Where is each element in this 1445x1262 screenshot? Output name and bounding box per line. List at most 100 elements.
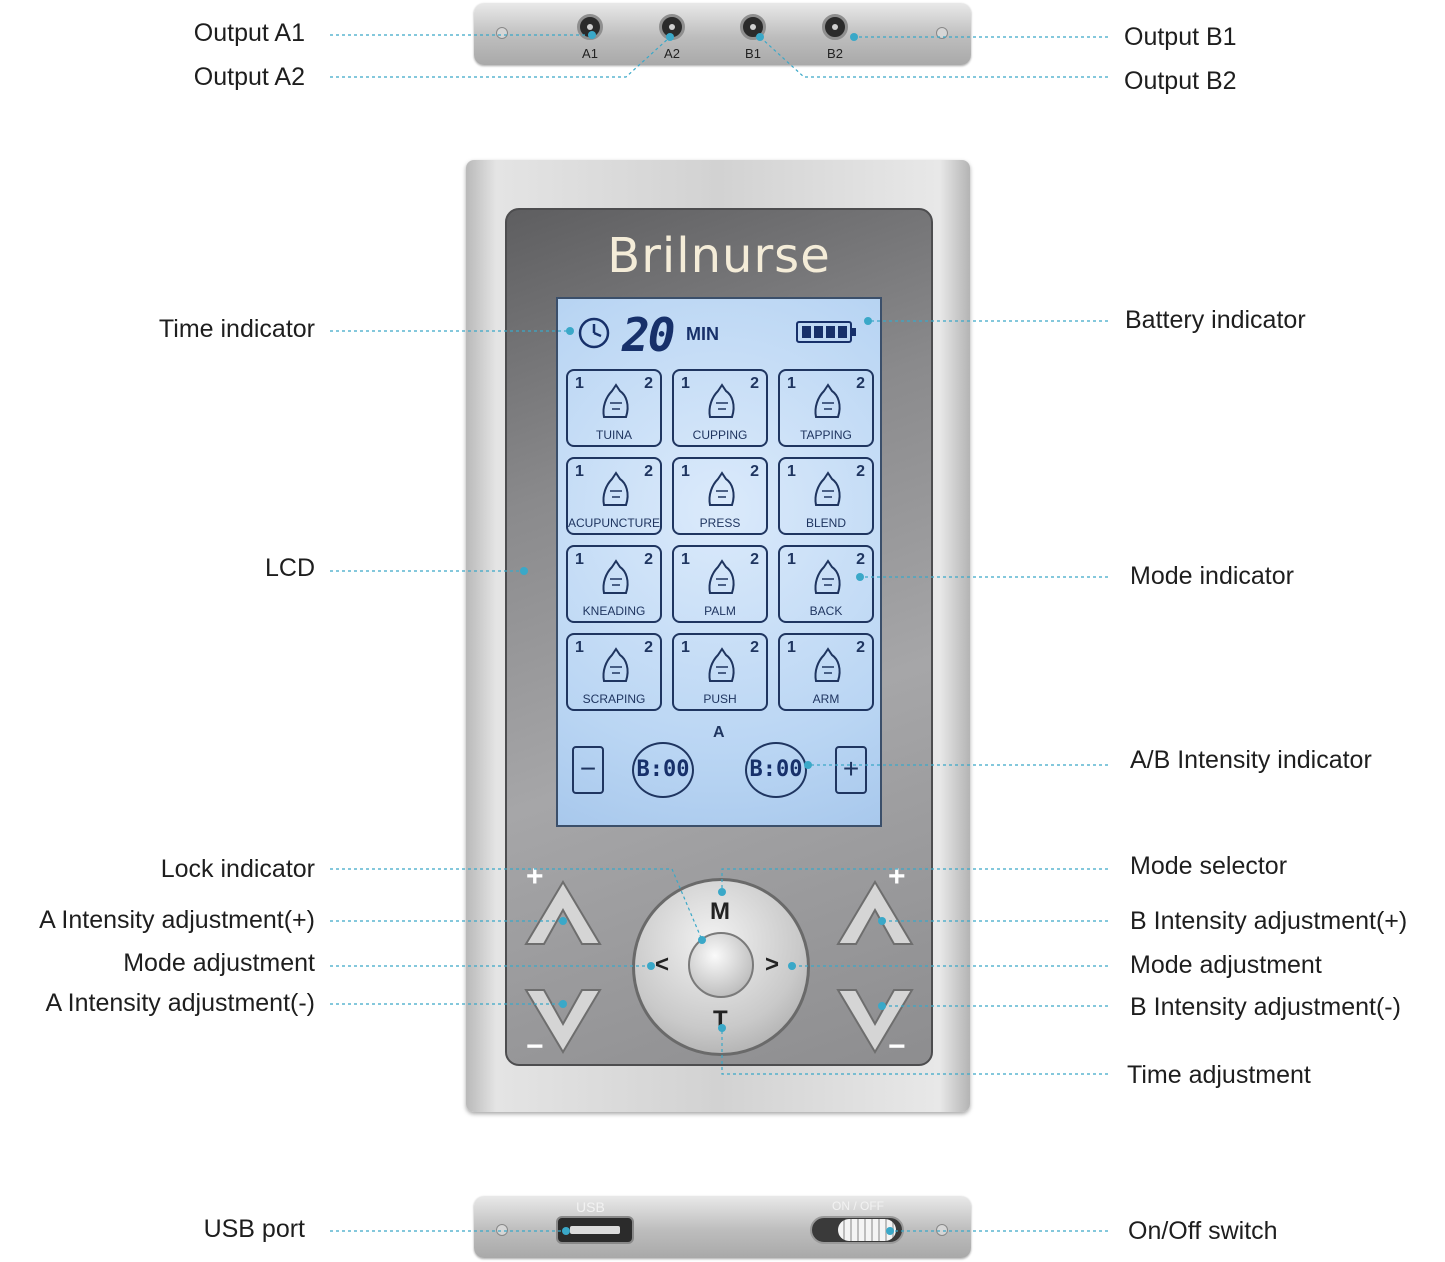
jack-label-b1: B1 (745, 46, 761, 61)
screw-icon (936, 1224, 948, 1236)
usb-port[interactable] (556, 1216, 634, 1244)
switch-knob[interactable] (838, 1219, 896, 1241)
lcd-plus-indicator: + (835, 746, 867, 794)
mode-number-2: 2 (750, 551, 759, 568)
massage-hand-icon (708, 383, 735, 418)
lcd-minus-indicator: − (572, 746, 604, 794)
jack-label-a2: A2 (664, 46, 680, 61)
callout-time-indicator: Time indicator (158, 315, 315, 343)
intensity-left-readout: B:00 (632, 742, 694, 798)
mode-number-1: 1 (575, 551, 584, 568)
mode-name: CUPPING (692, 428, 748, 442)
usb-label: USB (576, 1199, 605, 1215)
massage-hand-icon (602, 471, 629, 506)
callout-onoff-switch: On/Off switch (1128, 1217, 1278, 1245)
mode-number-2: 2 (856, 551, 865, 568)
massage-hand-icon (602, 383, 629, 418)
mode-number-2: 2 (644, 463, 653, 480)
mode-name: BLEND (805, 516, 846, 530)
jack-label-a1: A1 (582, 46, 598, 61)
mode-number-2: 2 (856, 639, 865, 656)
mode-number-2: 2 (644, 551, 653, 568)
callout-mode-indicator: Mode indicator (1130, 562, 1294, 590)
jack-label-b2: B2 (827, 46, 843, 61)
mode-name: TAPPING (800, 428, 852, 442)
battery-icon (796, 321, 856, 343)
mode-number-1: 1 (787, 551, 796, 568)
massage-hand-icon (602, 559, 629, 594)
mode-number-2: 2 (750, 375, 759, 392)
output-jack-a2[interactable] (659, 14, 685, 40)
callout-mode-selector: Mode selector (1130, 852, 1288, 880)
mode-number-2: 2 (750, 639, 759, 656)
mode-number-1: 1 (787, 375, 796, 392)
mode-next-key[interactable]: > (765, 951, 780, 978)
mode-name: PALM (704, 604, 736, 618)
mode-number-2: 2 (856, 375, 865, 392)
timer-value: 20 (622, 308, 675, 362)
callout-output-b1: Output B1 (1124, 23, 1237, 51)
massage-hand-icon (708, 559, 735, 594)
switch-label: ON / OFF (832, 1199, 884, 1213)
mode-number-1: 1 (575, 463, 584, 480)
mode-number-1: 1 (681, 639, 690, 656)
b-intensity-down-button[interactable] (836, 986, 914, 1056)
mode-name: BACK (809, 604, 843, 618)
massage-hand-icon (814, 471, 841, 506)
callout-output-b2: Output B2 (1124, 67, 1237, 95)
dial-center-button[interactable] (688, 932, 754, 998)
a-intensity-down-button[interactable] (524, 986, 602, 1056)
callout-mode-adjustment-left: Mode adjustment (123, 949, 315, 977)
mode-number-2: 2 (856, 463, 865, 480)
mode-number-2: 2 (750, 463, 759, 480)
timer-unit: MIN (686, 324, 719, 344)
mode-name: ACUPUNCTURE (568, 516, 661, 530)
massage-hand-icon (814, 383, 841, 418)
callout-b-intensity-minus: B Intensity adjustment(-) (1130, 993, 1401, 1021)
screw-icon (496, 27, 508, 39)
callout-mode-adjustment-right: Mode adjustment (1130, 951, 1322, 979)
massage-hand-icon (814, 647, 841, 682)
mode-number-2: 2 (644, 639, 653, 656)
massage-hand-icon (814, 559, 841, 594)
callout-a-intensity-plus: A Intensity adjustment(+) (39, 906, 315, 934)
mode-name: ARM (812, 692, 840, 706)
mode-number-1: 1 (575, 375, 584, 392)
mode-number-1: 1 (681, 551, 690, 568)
callout-lock-indicator: Lock indicator (160, 855, 315, 883)
screw-icon (936, 27, 948, 39)
mode-name: KNEADING (582, 604, 646, 618)
callout-time-adjustment: Time adjustment (1127, 1061, 1311, 1089)
brand-logo: Brilnurse (607, 228, 831, 284)
callout-lcd: LCD (264, 554, 315, 582)
mode-number-1: 1 (787, 639, 796, 656)
mode-prev-key[interactable]: < (655, 951, 670, 978)
mode-name: TUINA (596, 428, 632, 442)
mode-name: SCRAPING (582, 692, 646, 706)
callout-ab-intensity-indicator: A/B Intensity indicator (1130, 746, 1372, 774)
output-jack-a1[interactable] (577, 14, 603, 40)
massage-hand-icon (708, 471, 735, 506)
output-jack-b2[interactable] (822, 14, 848, 40)
callout-a-intensity-minus: A Intensity adjustment(-) (45, 989, 315, 1017)
mode-name: PRESS (699, 516, 741, 530)
callout-usb-port: USB port (203, 1215, 305, 1243)
b-intensity-up-button[interactable] (836, 878, 914, 948)
a-minus-sign: − (526, 1030, 544, 1063)
mode-number-1: 1 (681, 375, 690, 392)
mode-selector-key[interactable]: M (710, 898, 730, 925)
callout-output-a2: Output A2 (193, 63, 305, 91)
a-intensity-up-button[interactable] (524, 878, 602, 948)
output-jack-b1[interactable] (740, 14, 766, 40)
time-adjust-key[interactable]: T (713, 1006, 728, 1033)
